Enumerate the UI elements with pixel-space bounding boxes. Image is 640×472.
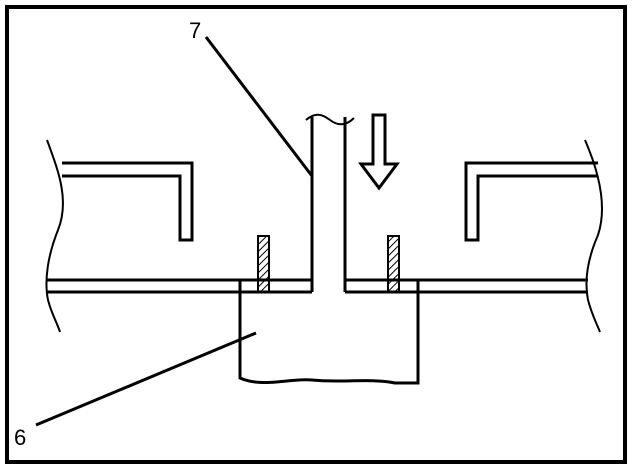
right-bracket: [464, 161, 598, 242]
down-arrow-icon: [358, 113, 400, 191]
outer-frame: [5, 5, 627, 464]
leader-line-7: [204, 36, 314, 177]
part-6-block: [238, 292, 420, 385]
left-hatched-pin: [257, 235, 270, 293]
right-break-line: [584, 139, 604, 333]
leader-line-6: [35, 331, 257, 427]
left-bracket: [62, 161, 194, 242]
label-part-7: 7: [189, 18, 201, 43]
part-7-rod: [305, 113, 355, 292]
left-break-line: [45, 139, 64, 333]
right-hatched-pin: [387, 235, 400, 293]
label-part-6: 6: [14, 425, 26, 450]
horizontal-plate: [47, 278, 588, 294]
